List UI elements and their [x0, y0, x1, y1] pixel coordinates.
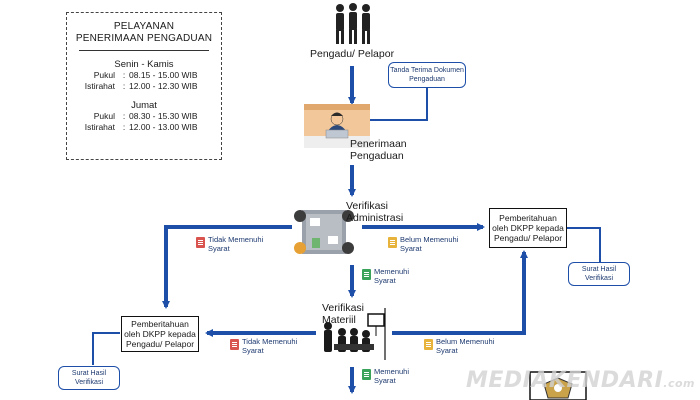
tanda-terima-bubble: Tanda Terima Dokumen Pengaduan [388, 62, 466, 88]
watermark-text: MEDIAKENDARI [466, 368, 664, 393]
schedule-row-label: Istirahat [84, 81, 115, 91]
cond-belum-memenuhi-1-text: Belum Memenuhi Syarat [400, 235, 459, 253]
cond-tidak-memenuhi-2: Tidak Memenuhi Syarat [230, 337, 310, 355]
schedule-title-line1: PELAYANAN [113, 21, 175, 32]
pemberitahuan-right-text: Pemberitahuan oleh DKPP kepada Pengadu/ … [492, 213, 564, 243]
green-document-icon [362, 269, 371, 280]
schedule-row: Istirahat : 12.00 - 12.30 WIB [67, 81, 221, 92]
schedule-row: Istirahat : 12.00 - 13.00 WIB [67, 122, 221, 133]
green-document-icon [362, 369, 371, 380]
tanda-terima-text: Tanda Terima Dokumen Pengaduan [390, 67, 464, 83]
schedule-day2: Jumat [131, 100, 157, 111]
cond-tidak-memenuhi-1: Tidak Memenuhi Syarat [196, 235, 276, 253]
surat-right-bubble: Surat Hasil Verifikasi [568, 262, 630, 286]
schedule-row-label: Pukul [93, 111, 115, 121]
service-schedule-box: PELAYANAN PENERIMAAN PENGADUAN Senin - K… [66, 12, 222, 160]
schedule-title-line2: PENERIMAAN PENGADUAN [75, 33, 213, 44]
watermark-suffix: .com [663, 377, 696, 390]
schedule-divider [79, 50, 209, 51]
cond-memenuhi-1-text: Memenuhi Syarat [374, 267, 410, 285]
surat-left-bubble: Surat Hasil Verifikasi [58, 366, 120, 390]
receptionist-desk-icon [304, 104, 370, 148]
surat-left-text: Surat Hasil Verifikasi [71, 370, 107, 386]
cond-tidak-memenuhi-1-text: Tidak Memenuhi Syarat [208, 235, 264, 253]
arrow-admin-to-pemberitahuan-left [162, 225, 292, 309]
surat-right-text: Surat Hasil Verifikasi [581, 266, 617, 282]
admin-verification-table-icon [294, 210, 354, 254]
surat-left-connector [92, 332, 120, 365]
red-document-icon [230, 339, 239, 350]
cond-belum-memenuhi-1: Belum Memenuhi Syarat [388, 235, 468, 253]
cond-belum-memenuhi-2: Belum Memenuhi Syarat [424, 337, 504, 355]
tanda-terima-connector [370, 86, 428, 121]
pemberitahuan-left-text: Pemberitahuan oleh DKPP kepada Pengadu/ … [124, 319, 196, 349]
dkpp-emblem-icon [529, 371, 587, 400]
schedule-row-time: 08.30 - 15.30 WIB [129, 111, 198, 121]
pemberitahuan-left-box: Pemberitahuan oleh DKPP kepada Pengadu/ … [121, 316, 199, 352]
cond-memenuhi-2: Memenuhi Syarat [362, 367, 422, 385]
schedule-row: Pukul : 08.15 - 15.00 WIB [67, 70, 221, 81]
cond-tidak-memenuhi-2-text: Tidak Memenuhi Syarat [242, 337, 298, 355]
yellow-document-icon [388, 237, 397, 248]
schedule-row-time: 12.00 - 12.30 WIB [129, 81, 198, 91]
schedule-row-label: Istirahat [84, 122, 115, 132]
cond-belum-memenuhi-2-text: Belum Memenuhi Syarat [436, 337, 495, 355]
schedule-row: Pukul : 08.30 - 15.30 WIB [67, 111, 221, 122]
cond-memenuhi-1: Memenuhi Syarat [362, 267, 422, 285]
meeting-people-icon [324, 313, 385, 352]
surat-right-connector [566, 227, 601, 262]
node-penerimaan-label: Penerimaan Pengaduan [350, 138, 407, 162]
node-pelapor-label: Pengadu/ Pelapor [310, 48, 395, 60]
arrow-materiil-to-pemberitahuan-right [392, 250, 528, 335]
cond-memenuhi-2-text: Memenuhi Syarat [374, 367, 410, 385]
pelapor-people-icon [336, 3, 370, 44]
pemberitahuan-right-box: Pemberitahuan oleh DKPP kepada Pengadu/ … [489, 208, 567, 248]
schedule-row-label: Pukul [93, 70, 115, 80]
schedule-row-time: 12.00 - 13.00 WIB [129, 122, 198, 132]
red-document-icon [196, 237, 205, 248]
watermark: MEDIAKENDARI.com [466, 368, 695, 393]
schedule-row-time: 08.15 - 15.00 WIB [129, 70, 198, 80]
yellow-document-icon [424, 339, 433, 350]
schedule-day1: Senin - Kamis [114, 59, 174, 70]
node-verif-admin-label: Verifikasi Administrasi [346, 200, 404, 224]
